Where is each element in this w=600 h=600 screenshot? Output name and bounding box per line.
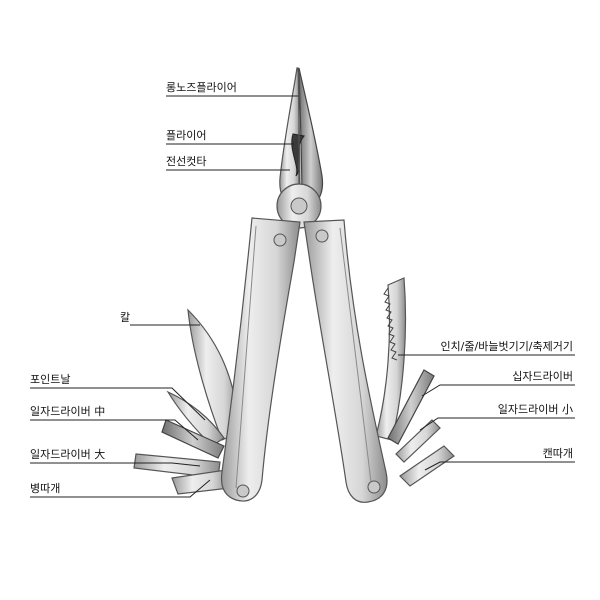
label-flat-driver-medium: 일자드라이버 中 [30, 404, 105, 418]
label-can-opener: 캔따개 [543, 447, 573, 460]
flat-driver-small-tool [395, 419, 441, 463]
leader-point-blade [30, 387, 206, 421]
handle-rivet-top-left [273, 233, 287, 247]
leader-bottle-opener [30, 479, 211, 498]
label-flat-driver-small: 일자드라이버 小 [498, 402, 573, 416]
handle-rivet-top-right [315, 229, 329, 243]
leader-can-opener [424, 461, 575, 471]
handle-rivet-bottom-left [236, 484, 250, 498]
pivot-rivet [290, 197, 308, 215]
label-saw-file: 인치/줄/바늘벗기기/축제거기 [440, 340, 573, 353]
left-handle-edge [235, 225, 257, 489]
label-bottle-opener: 병따개 [30, 482, 60, 495]
right-handle-edge [339, 227, 373, 491]
label-phillips-driver: 십자드라이버 [512, 370, 573, 383]
can-opener-tool [399, 445, 455, 487]
label-knife: 칼 [120, 311, 130, 324]
label-pliers: 플라이어 [166, 129, 206, 142]
label-point-blade: 포인트날 [30, 373, 70, 386]
handle-rivet-bottom-right [367, 480, 381, 494]
right-handle [303, 219, 388, 503]
label-long-nose-pliers: 롱노즈플라이어 [166, 81, 237, 94]
pliers-gripping-teeth [291, 133, 305, 177]
flat-driver-medium-tool [161, 419, 225, 459]
leader-flat-driver-small [419, 417, 575, 431]
left-handle [220, 217, 301, 502]
leader-flat-driver-large [30, 462, 201, 467]
leader-lines [30, 95, 575, 498]
phillips-driver-tool [387, 369, 435, 445]
saw-teeth [383, 287, 398, 361]
label-flat-driver-large: 일자드라이버 大 [30, 447, 105, 461]
label-wire-cutter: 전선컷타 [166, 155, 206, 168]
leader-flat-driver-medium [30, 419, 199, 441]
leader-phillips-driver [421, 384, 575, 397]
